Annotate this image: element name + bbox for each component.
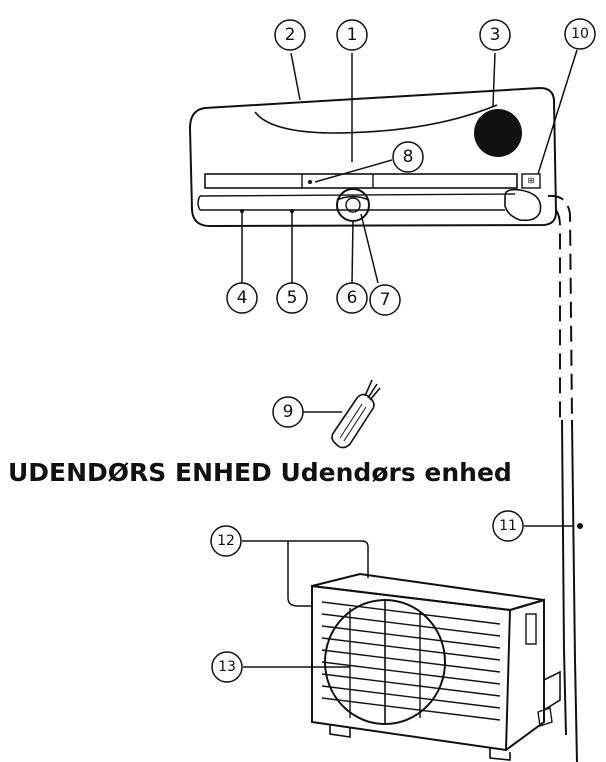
callout-7-label: 7 (380, 290, 391, 310)
callout-10: 10 (564, 18, 596, 50)
side-cap (504, 188, 542, 222)
svg-text:⊞: ⊞ (528, 176, 535, 185)
callout-7: 7 (369, 284, 401, 316)
callout-12: 12 (210, 525, 242, 557)
callout-10-label: 10 (571, 26, 589, 42)
callout-5: 5 (276, 282, 308, 314)
callout-2-label: 2 (285, 25, 296, 45)
louver-knob (336, 188, 370, 222)
display-window (474, 109, 522, 157)
callout-6-label: 6 (347, 288, 358, 308)
callout-2: 2 (274, 19, 306, 51)
indoor-unit-body (188, 86, 558, 228)
callout-13: 13 (211, 651, 243, 683)
remote-control (331, 379, 381, 449)
callout-5-label: 5 (287, 288, 298, 308)
pipe-dashed (547, 194, 573, 421)
outdoor-front (311, 584, 512, 752)
callout-9: 9 (272, 396, 304, 428)
outdoor-side (505, 598, 545, 751)
callout-3-label: 3 (490, 25, 501, 45)
indicator-box (521, 173, 541, 189)
callout-8: 8 (392, 141, 424, 173)
outdoor-unit-heading: UDENDØRS ENHED Udendørs enhed (8, 458, 512, 487)
display-band (204, 173, 518, 189)
outdoor-unit (311, 572, 561, 761)
callout-11: 11 (492, 510, 524, 542)
callout-11-label: 11 (499, 518, 517, 534)
callout-4-label: 4 (237, 288, 248, 308)
callout-3: 3 (479, 19, 511, 51)
callout-9-label: 9 (283, 402, 294, 422)
callout-6: 6 (336, 282, 368, 314)
callout-8-label: 8 (403, 147, 414, 167)
callout-1-label: 1 (347, 25, 358, 45)
callout-4: 4 (226, 282, 258, 314)
callout-13-label: 13 (218, 659, 236, 675)
callout-12-label: 12 (217, 533, 235, 549)
indoor-front-curve (254, 104, 498, 134)
indoor-unit: ⊞ (188, 86, 558, 228)
connecting-pipe (571, 419, 578, 762)
callout-1: 1 (336, 19, 368, 51)
louver-top (199, 193, 516, 197)
leader-lines (241, 49, 578, 668)
